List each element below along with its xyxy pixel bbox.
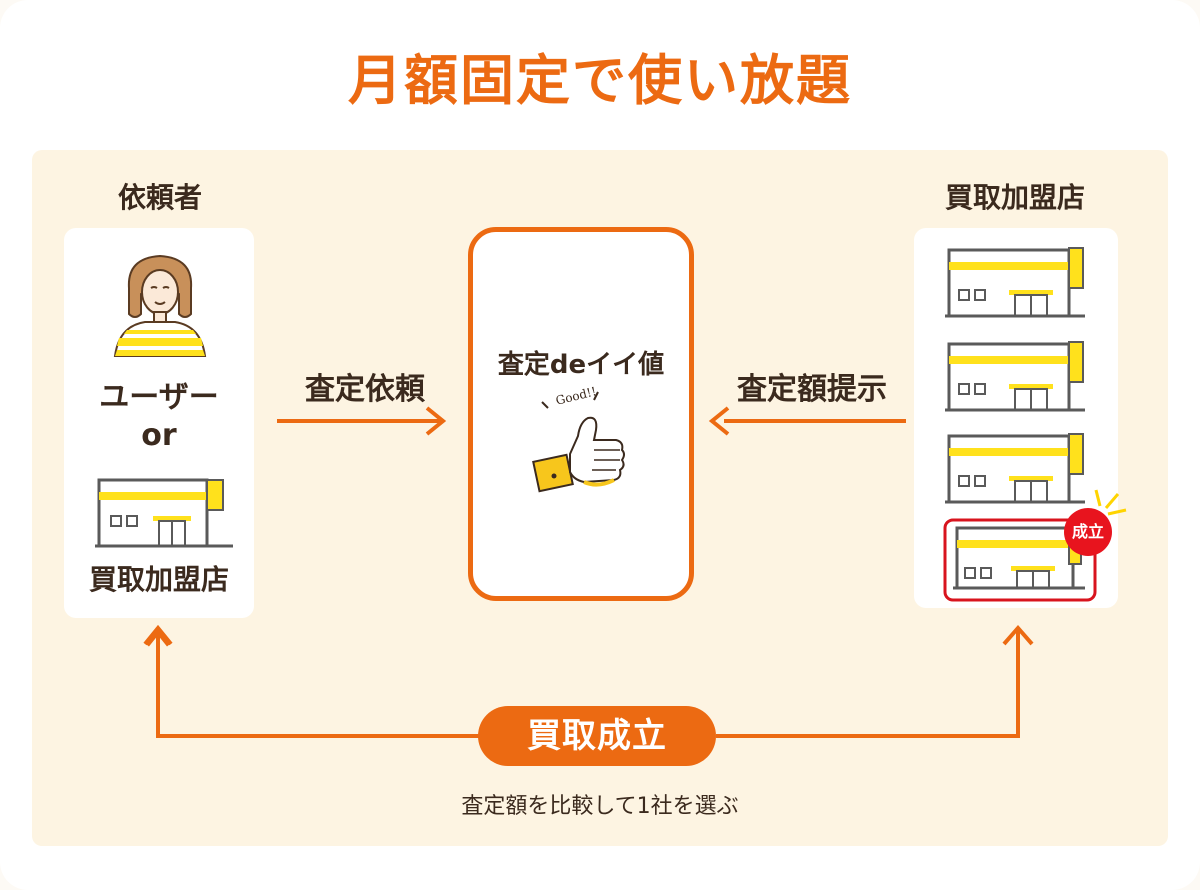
deal-closed-pill: 買取成立 bbox=[478, 706, 716, 766]
request-arrow-label: 査定依頼 bbox=[305, 372, 425, 407]
left-store-label: 買取加盟店 bbox=[88, 563, 229, 596]
selected-store-icon bbox=[943, 518, 1097, 602]
app-name: 査定deイイ値 bbox=[497, 350, 665, 380]
page-title: 月額固定で使い放題 bbox=[348, 49, 852, 112]
requester-heading: 依頼者 bbox=[117, 181, 202, 214]
or-label: or bbox=[141, 418, 177, 453]
offer-arrow bbox=[708, 406, 906, 436]
user-avatar-icon bbox=[113, 254, 207, 357]
request-arrow bbox=[277, 406, 447, 436]
store-icon bbox=[945, 341, 1085, 412]
offer-arrow-label: 査定額提示 bbox=[737, 372, 887, 407]
user-label: ユーザー bbox=[99, 380, 219, 415]
app-box bbox=[468, 227, 694, 601]
deal-badge: 成立 bbox=[1064, 508, 1112, 556]
comparison-note: 査定額を比較して1社を選ぶ bbox=[461, 794, 739, 819]
store-icon bbox=[95, 478, 233, 548]
thumbs-up-icon bbox=[532, 391, 625, 493]
up-arrowhead-icon bbox=[143, 624, 173, 646]
stores-heading: 買取加盟店 bbox=[944, 181, 1085, 214]
store-icon bbox=[945, 433, 1085, 504]
sparkle-icon bbox=[1094, 489, 1127, 516]
store-icon bbox=[945, 247, 1085, 318]
